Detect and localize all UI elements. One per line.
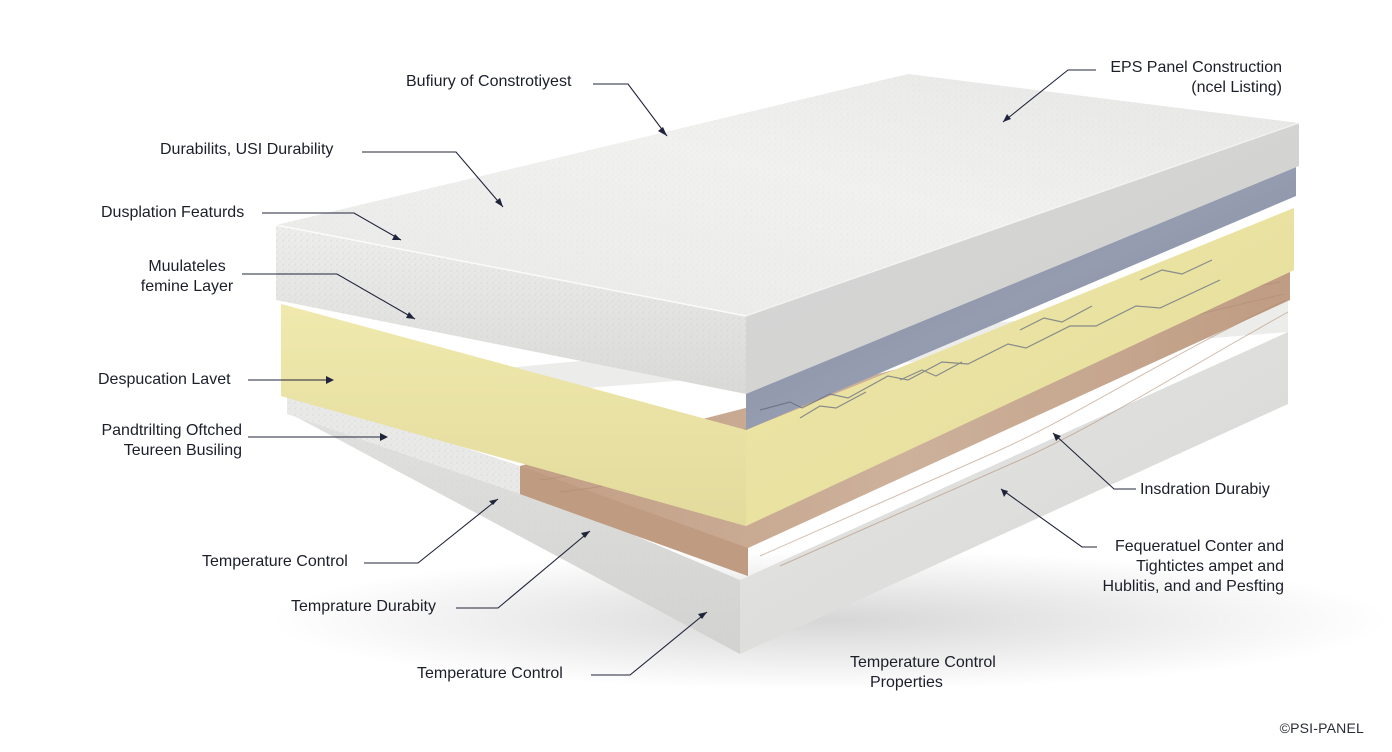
- label-bottom-center-line-1: Temperature Control: [850, 654, 996, 671]
- leader-arrowheads: [326, 114, 1061, 619]
- leader-bottom-2: [456, 530, 591, 609]
- leader-top-right: [1002, 69, 1096, 123]
- label-top-center: Bufiury of Constrotiyest: [406, 73, 572, 90]
- label-right-2-line-1: Fequeratuel Conter and: [1115, 538, 1284, 555]
- leader-bottom-1: [364, 498, 499, 564]
- label-left-5: Pandtrilting Oftched Teureen Busiling: [60, 421, 242, 461]
- label-top-right-line-2: (ncel Listing): [1191, 79, 1282, 96]
- top-board-layer: [275, 74, 1300, 394]
- leader-lines: [242, 69, 1136, 676]
- label-left-1: Durabilits, USI Durability: [160, 141, 334, 158]
- label-right-2-line-3: Hublitis, and and Pesfting: [1102, 578, 1284, 595]
- blue-grey-layer: [746, 166, 1296, 430]
- leader-right-1: [1052, 432, 1136, 490]
- label-left-3: Muulateles femine Layer: [132, 257, 242, 297]
- label-left-5-line-1: Pandtrilting Oftched: [101, 422, 242, 439]
- leader-left-1: [362, 151, 504, 208]
- leader-top-center: [593, 83, 668, 137]
- leader-right-2: [1000, 488, 1097, 548]
- label-top-right: EPS Panel Construction (ncel Listing): [1110, 58, 1282, 98]
- label-bottom-3: Temperature Control: [417, 665, 563, 682]
- label-bottom-center: Temperature Control Properties: [850, 653, 996, 693]
- leader-left-2: [262, 212, 402, 241]
- label-left-3-line-2: femine Layer: [140, 278, 234, 295]
- label-left-3-line-1: Muulateles: [148, 258, 226, 275]
- label-left-4: Despucation Lavet: [98, 371, 231, 388]
- label-bottom-center-line-2: Properties: [870, 674, 943, 691]
- ground-shadow: [270, 550, 1390, 690]
- leader-left-3: [242, 273, 416, 320]
- label-left-5-line-2: Teureen Busiling: [123, 442, 242, 459]
- leader-bottom-3: [591, 611, 708, 676]
- label-right-1: Insdration Durabiy: [1140, 481, 1270, 498]
- label-bottom-1: Temperature Control: [202, 553, 348, 570]
- label-right-2: Fequeratuel Conter and Tightictes ampet …: [1103, 537, 1284, 597]
- yellow-foam-core-layer: [281, 208, 1294, 526]
- label-left-2: Dusplation Featurds: [101, 204, 245, 221]
- watermark: ©PSI-PANEL: [1279, 720, 1364, 736]
- label-top-right-line-1: EPS Panel Construction: [1110, 59, 1282, 76]
- label-right-2-line-2: Tightictes ampet and: [1136, 558, 1284, 575]
- label-bottom-2: Temprature Durabity: [291, 598, 436, 615]
